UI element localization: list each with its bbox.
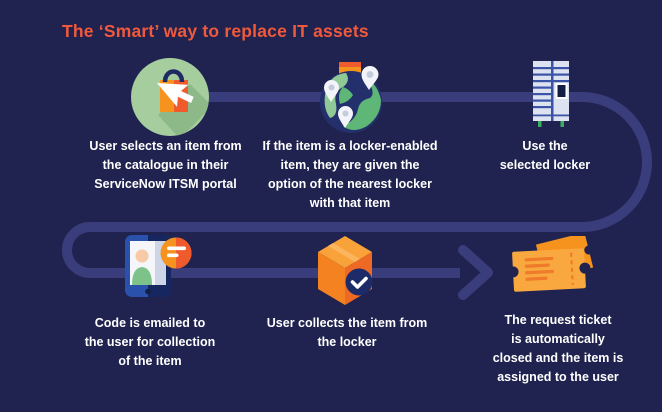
globe-locker-map-icon: [313, 58, 389, 138]
package-check-icon: [316, 233, 376, 308]
step-caption-5: User collects the item from the locker: [266, 316, 428, 349]
phone-email-icon: [123, 233, 195, 301]
shopping-bag-cursor-icon: [130, 57, 210, 137]
step-caption-4: Code is emailed to the user for collecti…: [84, 316, 216, 368]
step-caption-3: Use the selected locker: [499, 139, 591, 172]
step-caption-2: If the item is a locker-enabled item, th…: [262, 139, 438, 210]
step-caption-6: The request ticket is automatically clos…: [492, 313, 624, 384]
step-caption-1: User selects an item from the catalogue …: [89, 139, 242, 191]
locker-icon: [531, 61, 571, 129]
tickets-icon: [506, 236, 602, 298]
page-title: The ‘Smart’ way to replace IT assets: [62, 21, 369, 41]
flow-arrow-icon: [458, 245, 493, 300]
